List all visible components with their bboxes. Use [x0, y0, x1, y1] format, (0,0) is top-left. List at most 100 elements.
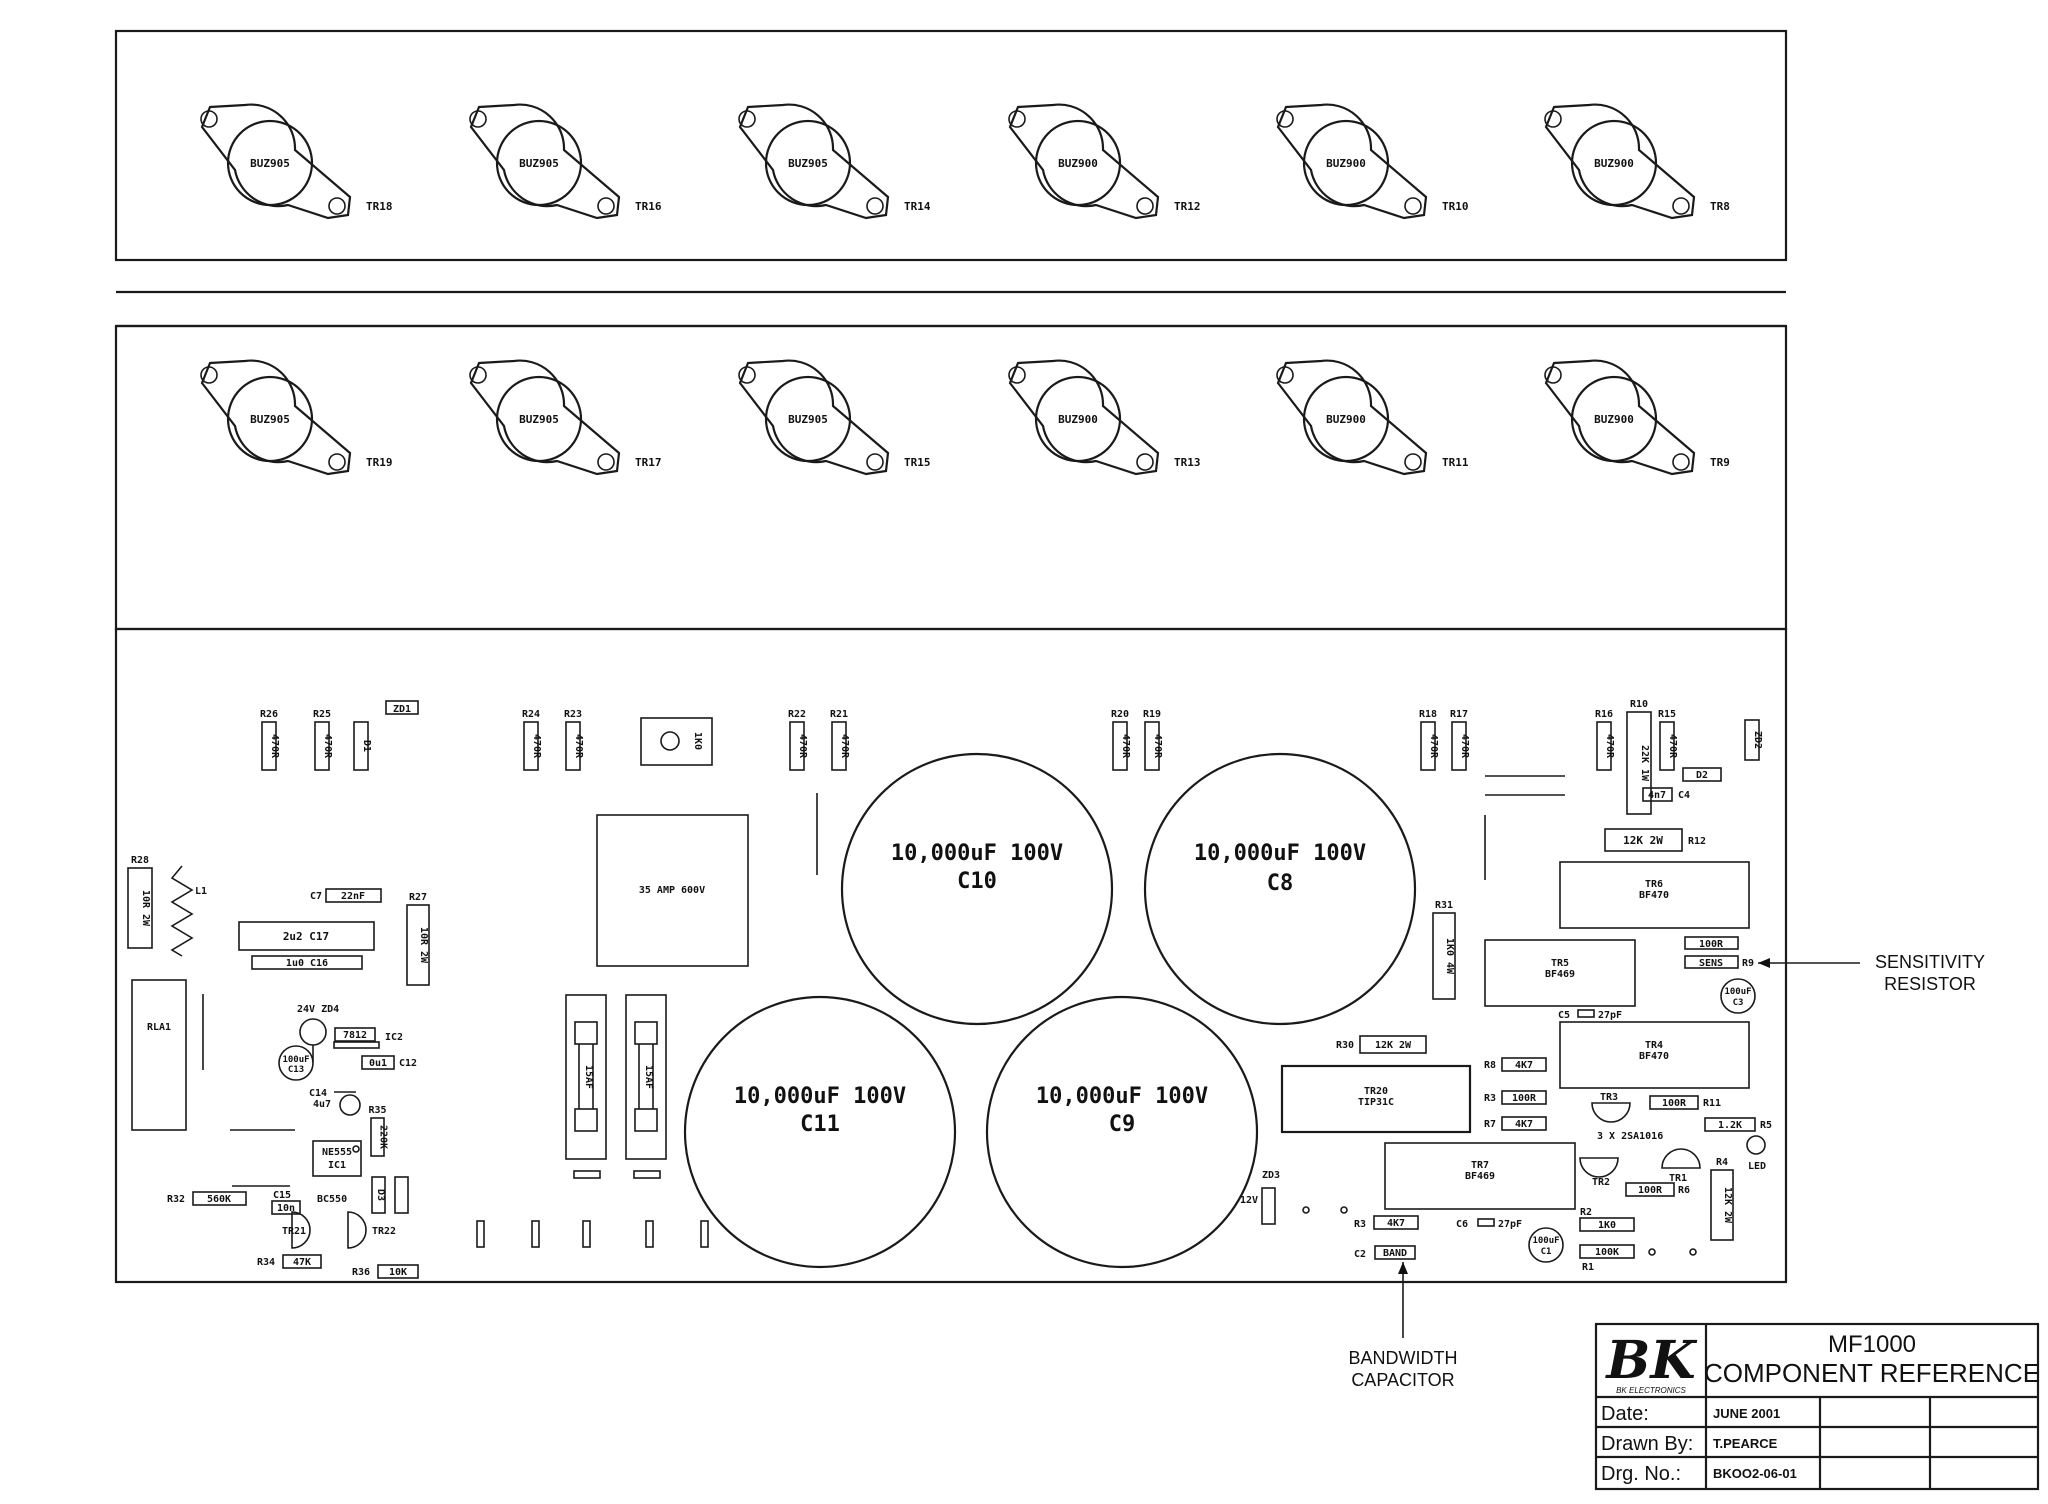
- svg-text:1u0 C16: 1u0 C16: [286, 958, 328, 969]
- mosfet-ref: TR19: [366, 456, 393, 469]
- capacitor-c8: 10,000uF 100V C8: [1143, 752, 1417, 1026]
- inductor-l1: L1: [170, 865, 207, 957]
- svg-text:4n7: 4n7: [1648, 790, 1666, 801]
- mosfet-ref: TR11: [1442, 456, 1469, 469]
- mosfet-type: BUZ900: [1058, 157, 1098, 170]
- svg-text:1K0: 1K0: [692, 732, 703, 750]
- svg-text:470R: 470R: [531, 734, 542, 759]
- svg-text:BC550: BC550: [317, 1194, 347, 1205]
- svg-text:22K 1W: 22K 1W: [1639, 745, 1650, 782]
- svg-text:R21: R21: [830, 709, 848, 720]
- svg-text:Drawn By:: Drawn By:: [1601, 1433, 1693, 1455]
- zd1-label: ZD1: [393, 704, 411, 715]
- svg-text:100R: 100R: [1662, 1098, 1687, 1109]
- mosfet-ref: TR12: [1174, 200, 1201, 213]
- cap-ref: C8: [1267, 871, 1294, 896]
- mosfet-type: BUZ900: [1594, 157, 1634, 170]
- mosfet-ref: TR16: [635, 200, 662, 213]
- svg-text:CAPACITOR: CAPACITOR: [1351, 1370, 1454, 1390]
- svg-text:470R: 470R: [1667, 734, 1678, 759]
- svg-text:T.PEARCE: T.PEARCE: [1713, 1436, 1778, 1451]
- svg-text:C5: C5: [1558, 1010, 1570, 1021]
- mosfet-ref: TR10: [1442, 200, 1469, 213]
- svg-text:R27: R27: [409, 892, 427, 903]
- svg-text:TR2: TR2: [1592, 1177, 1610, 1188]
- resistor-r15: 470R R15: [1658, 709, 1678, 771]
- svg-text:R32: R32: [167, 1194, 185, 1205]
- svg-text:27pF: 27pF: [1498, 1219, 1522, 1230]
- svg-text:R7: R7: [1484, 1119, 1496, 1130]
- cap-ref: C9: [1109, 1112, 1136, 1137]
- svg-text:R3: R3: [1354, 1219, 1366, 1230]
- svg-text:D2: D2: [1696, 770, 1708, 781]
- svg-text:R11: R11: [1703, 1098, 1721, 1109]
- svg-text:15AF: 15AF: [643, 1065, 654, 1089]
- svg-text:TR7: TR7: [1471, 1160, 1489, 1171]
- cap-value: 10,000uF 100V: [734, 1084, 906, 1109]
- svg-text:470R: 470R: [1120, 734, 1131, 759]
- svg-text:ZD3: ZD3: [1262, 1170, 1280, 1181]
- zd1-body: [385, 700, 419, 715]
- mosfet-ref: TR13: [1174, 456, 1201, 469]
- svg-text:35 AMP 600V: 35 AMP 600V: [639, 885, 705, 896]
- resistor-d1: D1: [353, 721, 372, 771]
- mosfet-type: BUZ905: [250, 413, 290, 426]
- pcb-outline: [114, 627, 1788, 1284]
- mosfet-type: BUZ900: [1326, 157, 1366, 170]
- bk-logo: BK BK ELECTRONICS: [1604, 1330, 1697, 1395]
- mosfet-ref: TR17: [635, 456, 662, 469]
- svg-text:RLA1: RLA1: [147, 1022, 171, 1033]
- svg-text:12K 2W: 12K 2W: [1375, 1040, 1412, 1051]
- svg-text:R5: R5: [1760, 1120, 1772, 1131]
- svg-text:SENSITIVITY: SENSITIVITY: [1875, 952, 1985, 972]
- svg-text:D1: D1: [361, 740, 372, 752]
- svg-text:R35: R35: [368, 1105, 386, 1116]
- svg-text:SENS: SENS: [1699, 958, 1723, 969]
- svg-text:R24: R24: [522, 709, 540, 720]
- svg-text:C13: C13: [288, 1065, 304, 1075]
- svg-text:R36: R36: [352, 1267, 370, 1278]
- mosfet-row-bottom: BUZ905TR19BUZ905TR17BUZ905TR15BUZ900TR13…: [200, 359, 1730, 476]
- cap-value: 10,000uF 100V: [1036, 1084, 1208, 1109]
- svg-text:R15: R15: [1658, 709, 1676, 720]
- resistor-r35: 220K R35: [368, 1105, 389, 1157]
- svg-text:TR4: TR4: [1645, 1040, 1663, 1051]
- svg-text:C1: C1: [1541, 1247, 1552, 1257]
- svg-text:470R: 470R: [1604, 734, 1615, 759]
- svg-text:TR5: TR5: [1551, 958, 1569, 969]
- svg-text:7812: 7812: [343, 1030, 367, 1041]
- svg-text:C3: C3: [1733, 998, 1744, 1008]
- potentiometer-1k0: 1K0: [640, 717, 713, 766]
- svg-text:C4: C4: [1678, 790, 1690, 801]
- svg-text:100uF: 100uF: [282, 1055, 309, 1065]
- svg-text:220K: 220K: [378, 1125, 389, 1149]
- cap-ref: C10: [957, 869, 997, 894]
- title-block: BK BK ELECTRONICS MF1000 COMPONENT REFER…: [1594, 1322, 2040, 1491]
- svg-text:TR21: TR21: [282, 1226, 306, 1237]
- svg-text:47K: 47K: [293, 1257, 311, 1268]
- drawing-title: COMPONENT REFERENCE: [1704, 1358, 2040, 1388]
- svg-text:100R: 100R: [1699, 939, 1724, 950]
- svg-text:C2: C2: [1354, 1249, 1366, 1260]
- svg-text:10R 2W: 10R 2W: [418, 927, 429, 964]
- svg-text:TR20: TR20: [1364, 1086, 1388, 1097]
- svg-text:R12: R12: [1688, 836, 1706, 847]
- svg-text:100uF: 100uF: [1724, 987, 1751, 997]
- mosfet-type: BUZ905: [250, 157, 290, 170]
